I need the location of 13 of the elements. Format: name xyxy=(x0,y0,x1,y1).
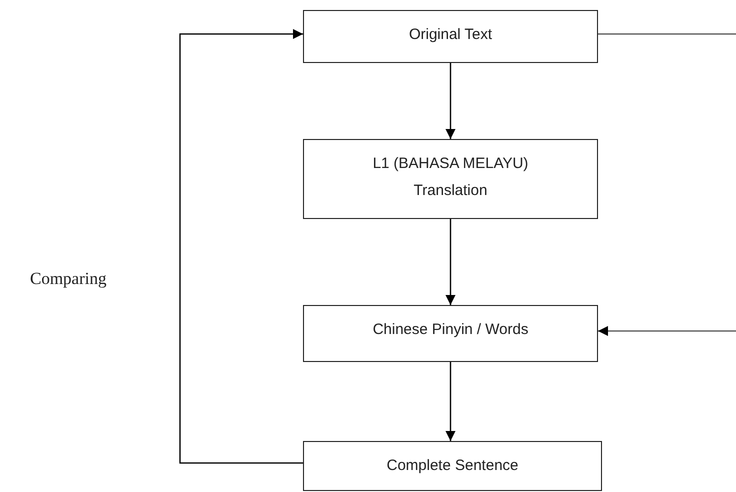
arrow xyxy=(446,362,456,441)
arrow xyxy=(446,63,456,139)
arrow xyxy=(446,219,456,305)
process-box xyxy=(303,139,598,219)
arrow xyxy=(179,29,303,464)
arrow xyxy=(598,326,736,336)
process-box xyxy=(303,441,602,491)
box-label: Complete Sentence xyxy=(386,456,518,476)
process-box xyxy=(303,305,598,362)
process-box xyxy=(303,10,598,63)
box-label: Original Text xyxy=(408,25,492,45)
box-label: L1 (BAHASA MELAYU) Translation xyxy=(372,154,530,201)
box-label: Chinese Pinyin / Words xyxy=(372,320,528,340)
